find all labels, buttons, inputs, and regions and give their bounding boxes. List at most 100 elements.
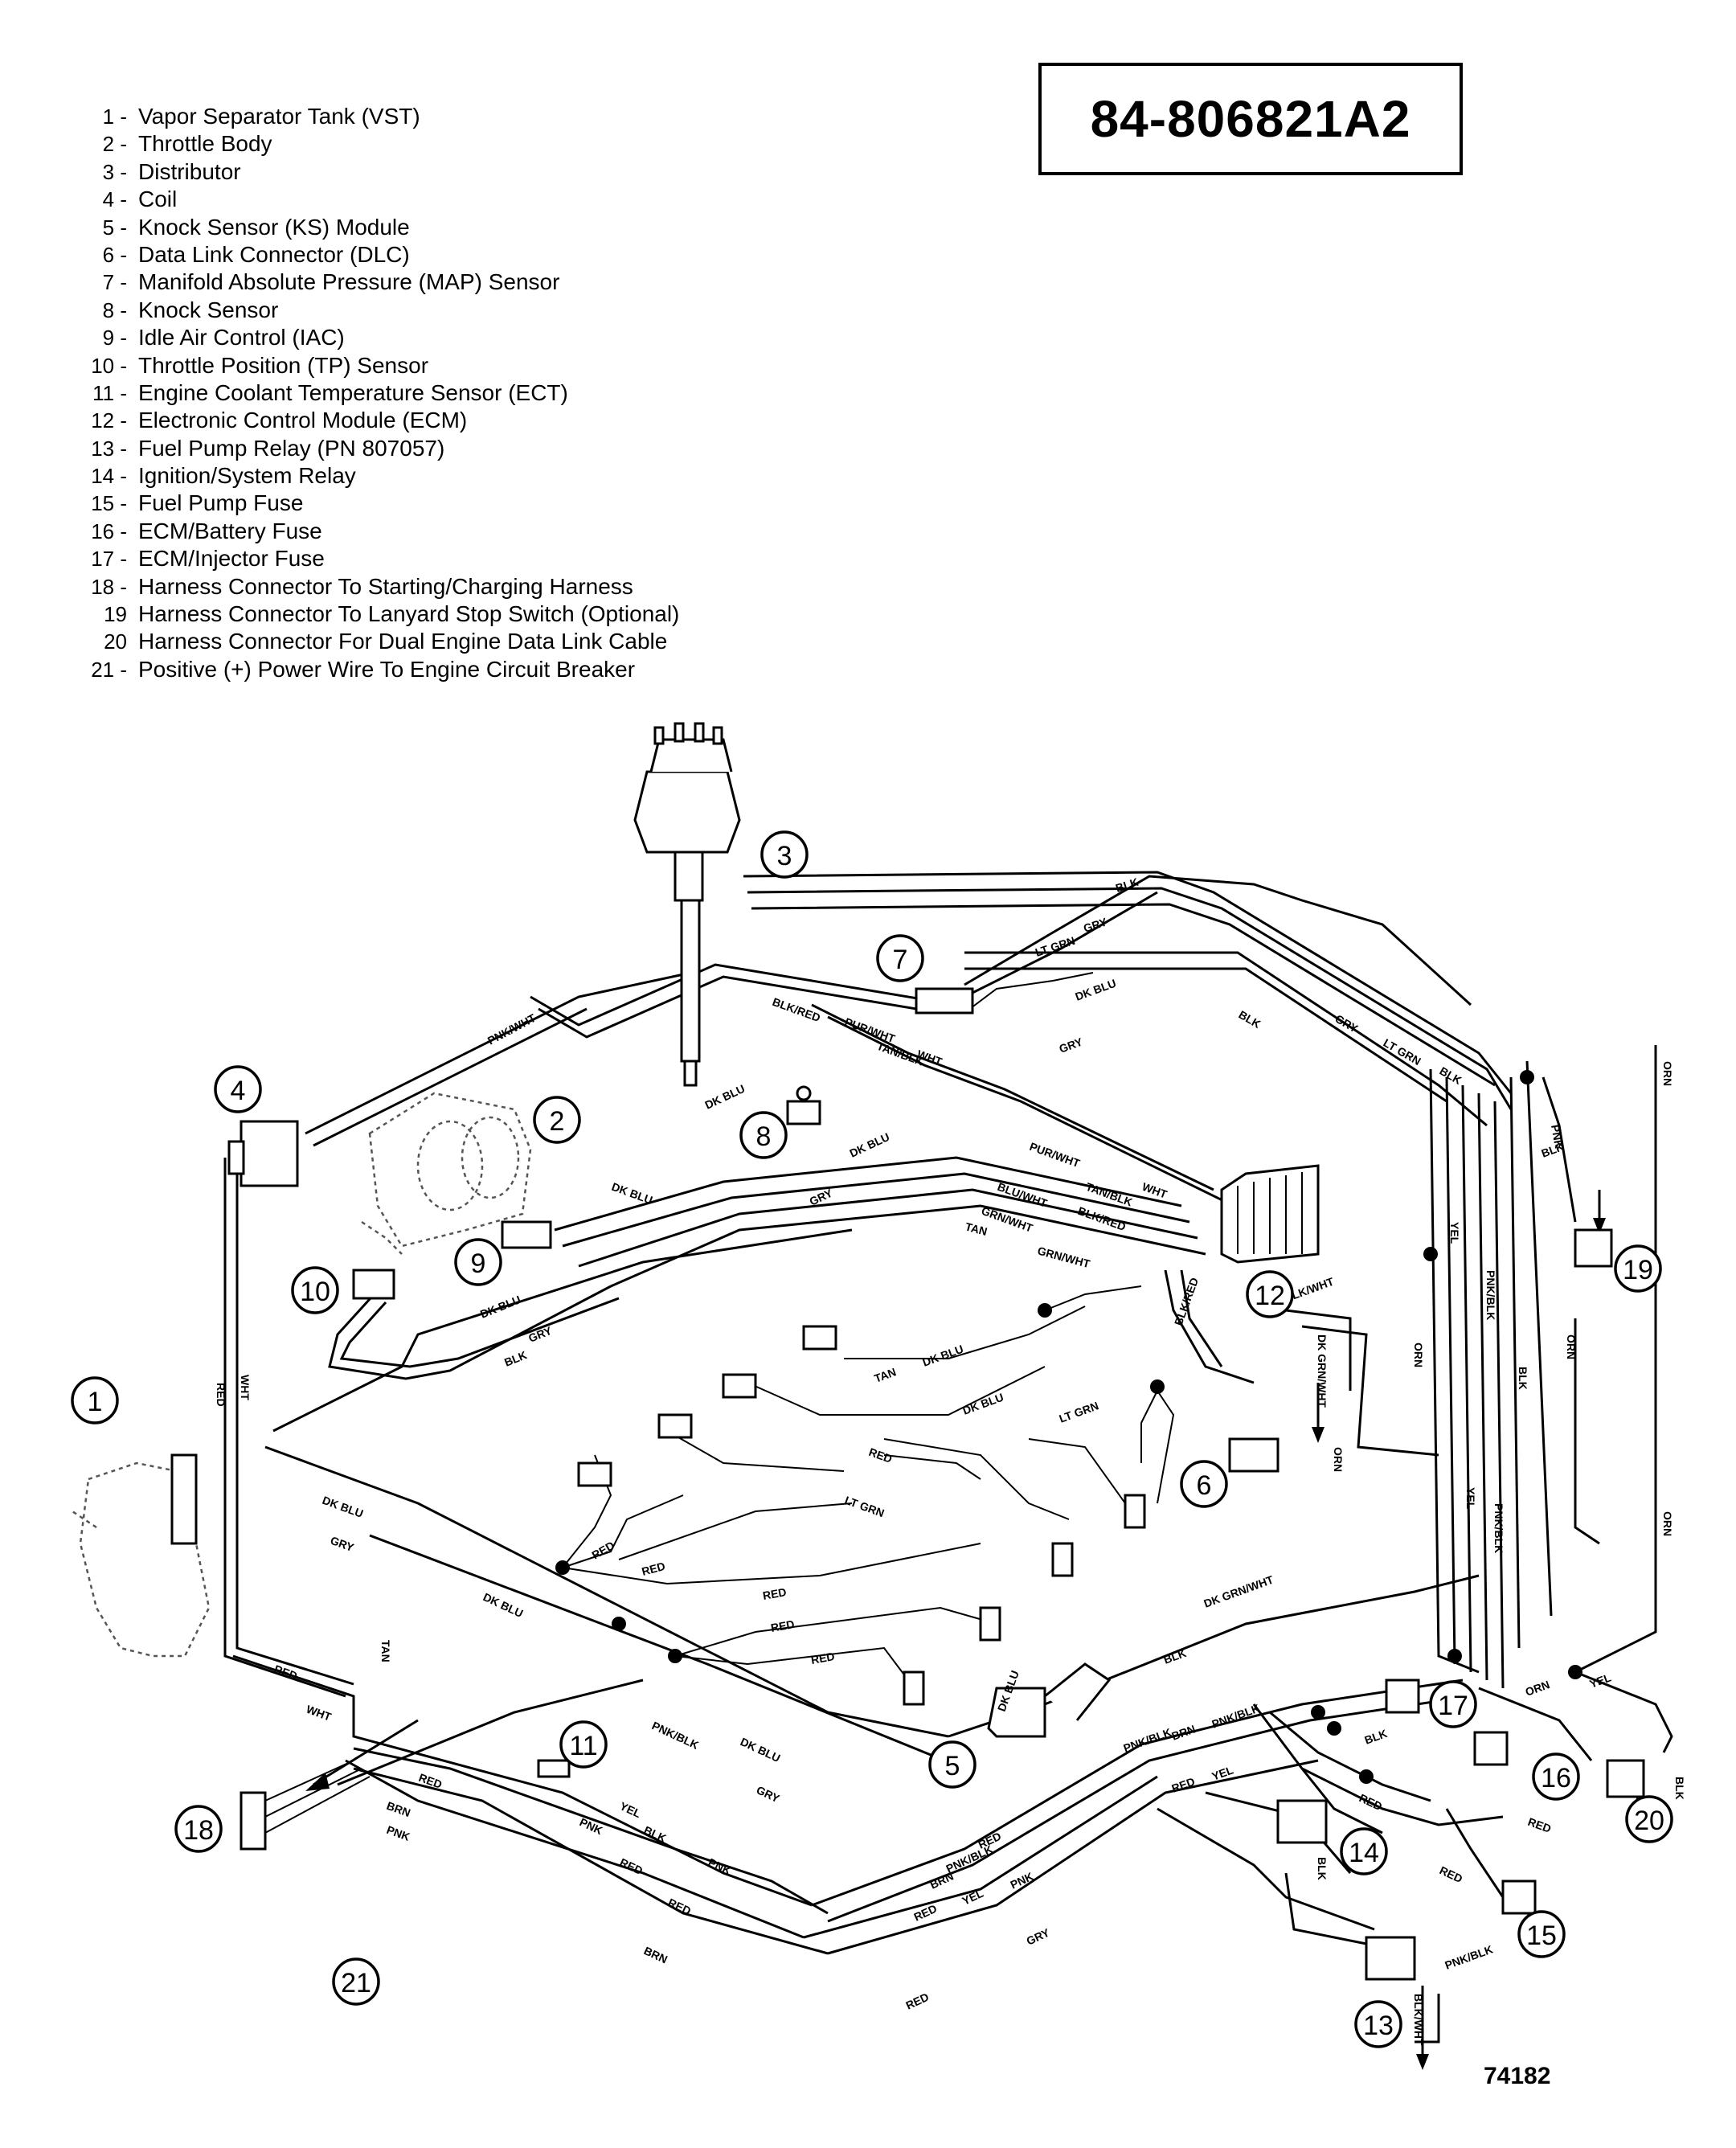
callout-1: 1	[71, 1376, 119, 1424]
distributor	[633, 722, 741, 1087]
svg-text:7: 7	[893, 945, 908, 975]
wire-label-orn-far: ORN	[1661, 1061, 1674, 1086]
legend-item-number: 15 -	[91, 491, 127, 516]
wire-label-blk-17: BLK	[1363, 1727, 1390, 1747]
legend-item-number: 5 -	[102, 215, 127, 240]
wire-label-lt-grn-inj2: LT GRN	[843, 1494, 886, 1520]
wire-label-red-14: RED	[1357, 1791, 1385, 1813]
svg-text:1: 1	[88, 1387, 103, 1417]
callout-8: 8	[739, 1111, 788, 1159]
callout-21: 21	[332, 1957, 380, 2006]
legend-item-number: 6 -	[102, 242, 127, 267]
wire-label-red-relay3: RED	[904, 1990, 931, 2012]
legend-item-label: Knock Sensor	[138, 297, 279, 322]
wire-labels: PNK/WHT GRY LT GRN BLK GRY LT GRN BLK BL…	[215, 875, 1686, 2046]
legend-item-label: Manifold Absolute Pressure (MAP) Sensor	[138, 269, 560, 295]
legend-item-number: 14 -	[91, 464, 127, 489]
legend-item: 12 -Electronic Control Module (ECM)	[64, 407, 679, 434]
svg-text:14: 14	[1349, 1838, 1379, 1868]
callout-12: 12	[1246, 1270, 1294, 1318]
svg-text:18: 18	[183, 1815, 214, 1846]
legend-item-label: Ignition/System Relay	[138, 463, 356, 489]
wire-harness	[223, 871, 1673, 2070]
legend-item: 14 - Ignition/System Relay	[64, 462, 679, 490]
wire-label-blk-tps: BLK	[502, 1348, 529, 1369]
wire-label-gry-relay: GRY	[1025, 1925, 1052, 1947]
wire-label-dk-blu-tps: DK BLU	[478, 1293, 522, 1321]
part-number-box: 84-806821A2	[1038, 63, 1463, 175]
legend-item-number: 19	[104, 602, 127, 627]
wire-label-gry-left: GRY	[329, 1534, 356, 1554]
wire-label-red-trunk: RED	[215, 1383, 227, 1407]
wire-label-red-a: RED	[590, 1539, 617, 1562]
legend-item: 1 -Vapor Separator Tank (VST)	[64, 103, 679, 130]
wire-label-blk-mid: BLK	[1237, 1008, 1263, 1031]
svg-text:6: 6	[1197, 1470, 1212, 1501]
fuel-injectors	[577, 1325, 1146, 1706]
callout-6: 6	[1180, 1460, 1228, 1508]
legend-item-number: 21 -	[91, 657, 127, 682]
legend-item-number: 2 -	[102, 132, 127, 157]
dual-engine-connector	[1606, 1759, 1645, 1798]
wire-label-pnk-wht: PNK/WHT	[485, 1011, 538, 1047]
wire-label-blk-red-ecm: BLK/RED	[1172, 1276, 1201, 1327]
ecm-battery-fuse	[1473, 1731, 1509, 1766]
wire-label-orn-dlc: ORN	[1332, 1447, 1345, 1472]
legend-item: 15 - Fuel Pump Fuse	[64, 490, 679, 517]
svg-text:11: 11	[569, 1731, 597, 1761]
wire-label-blk-wht-13: BLK/WHT	[1412, 1994, 1425, 2046]
idle-air-control	[501, 1220, 552, 1249]
legend-item-label: Fuel Pump Fuse	[138, 490, 304, 516]
callout-15: 15	[1517, 1910, 1566, 1958]
legend-item-label: Data Link Connector (DLC)	[138, 241, 410, 267]
fuel-pump-fuse	[1501, 1880, 1537, 1915]
wire-label-red-mid: RED	[1170, 1775, 1197, 1795]
svg-text:3: 3	[777, 841, 792, 871]
legend-item-label: Harness Connector For Dual Engine Data L…	[138, 629, 668, 654]
wire-label-blk-mid2: BLK	[1162, 1646, 1189, 1666]
svg-text:13: 13	[1363, 2011, 1394, 2041]
legend-item-number: 8 -	[102, 297, 127, 322]
wire-label-pnk-blk-right: PNK/BLK	[1484, 1270, 1497, 1320]
legend-item-number: 18 -	[91, 574, 127, 599]
callout-3: 3	[760, 830, 809, 879]
legend-item-label: ECM/Injector Fuse	[138, 546, 325, 572]
wire-label-yel-20: YEL	[1588, 1670, 1613, 1691]
wire-label-pnk-blk-mid2: PNK/BLK	[1210, 1701, 1262, 1730]
wire-label-dk-blu-left2: DK BLU	[481, 1590, 526, 1620]
wire-label-gry-tps: GRY	[526, 1324, 554, 1345]
component-legend: 1 -Vapor Separator Tank (VST)2 -Throttle…	[64, 103, 679, 683]
wire-label-blk-20: BLK	[1673, 1777, 1686, 1800]
vapor-separator-tank	[72, 1453, 211, 1658]
wire-label-orn-mid: ORN	[1565, 1334, 1578, 1359]
svg-text:21: 21	[341, 1968, 371, 1998]
wire-label-orn-far-low: ORN	[1661, 1511, 1674, 1536]
wire-label-pnk-ect: PNK	[578, 1815, 605, 1837]
coil	[227, 1120, 299, 1187]
legend-item-label: Vapor Separator Tank (VST)	[138, 104, 420, 129]
callout-14: 14	[1340, 1827, 1388, 1875]
harness-connector-starting-charging	[240, 1760, 371, 1851]
wire-label-blk-19: BLK	[1540, 1140, 1566, 1160]
wire-label-gry-mid: GRY	[1058, 1035, 1085, 1055]
part-number: 84-806821A2	[1090, 90, 1411, 148]
svg-text:8: 8	[756, 1121, 772, 1152]
wire-label-blk-vert: BLK	[1517, 1367, 1529, 1390]
wire-label-pnk-blk-low2: PNK/BLK	[650, 1719, 701, 1752]
wire-label-pnk-low: PNK	[385, 1823, 411, 1843]
legend-item-number: 13 -	[91, 436, 127, 461]
wire-label-red-inj: RED	[867, 1445, 894, 1465]
wire-label-dk-blu-inj: DK BLU	[921, 1342, 965, 1369]
wire-label-red-15: RED	[1438, 1863, 1465, 1885]
wire-label-dk-grn-wht-low: DK GRN/WHT	[1202, 1573, 1275, 1610]
wire-label-dk-blu-low: DK BLU	[739, 1735, 783, 1765]
svg-text:4: 4	[231, 1076, 246, 1106]
wire-label-tan-blk: TAN/BLK	[875, 1039, 925, 1068]
wire-label-pnk-lanyard: PNK	[1549, 1124, 1566, 1150]
wire-label-dk-blu-left: DK BLU	[321, 1494, 365, 1520]
callout-9: 9	[454, 1238, 502, 1286]
wire-label-gry-low: GRY	[755, 1783, 782, 1805]
wire-label-yel-low: YEL	[1464, 1487, 1477, 1510]
figure-id: 74182	[1484, 2063, 1551, 2089]
